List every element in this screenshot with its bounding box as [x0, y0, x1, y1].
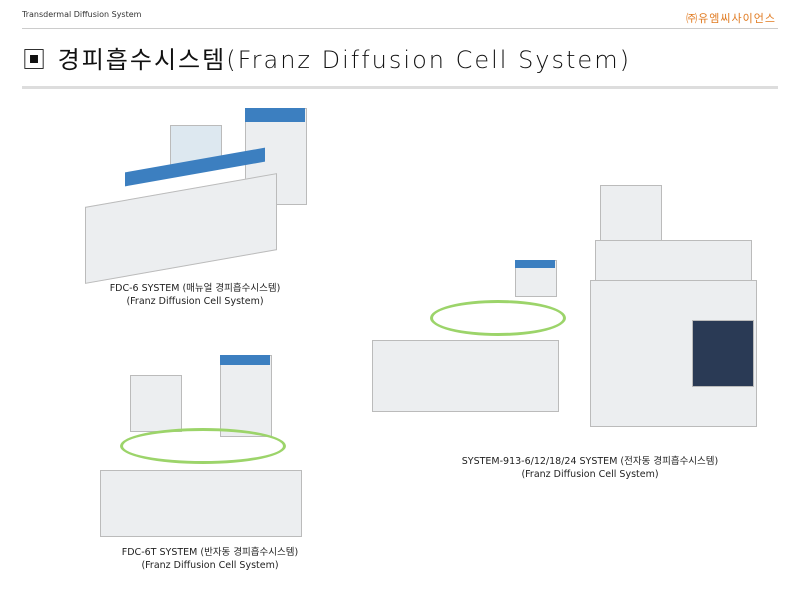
fdc6-photo — [80, 105, 310, 284]
product-name: SYSTEM-913-6/12/18/24 SYSTEM (전자동 경피흡수시스… — [461, 456, 719, 467]
title-text: 경피흡수시스템(Franz Diffusion Cell System) — [57, 46, 631, 74]
product-name: FDC-6 SYSTEM (매뉴얼 경피흡수시스템) — [109, 283, 281, 294]
product-subtitle: (Franz Diffusion Cell System) — [521, 469, 659, 480]
company-name: ㈜유엠씨사이언스 — [686, 12, 776, 25]
divider — [22, 28, 778, 29]
section-label: Transdermal Diffusion System — [22, 10, 142, 19]
square-bullet-icon: ▣ — [22, 46, 48, 74]
system913-photo — [370, 160, 760, 430]
product-caption: FDC-6 SYSTEM (매뉴얼 경피흡수시스템) (Franz Diffus… — [80, 282, 310, 308]
page-title: ▣ 경피흡수시스템(Franz Diffusion Cell System) — [22, 40, 631, 75]
product-subtitle: (Franz Diffusion Cell System) — [126, 296, 264, 307]
product-name: FDC-6T SYSTEM (반자동 경피흡수시스템) — [121, 547, 299, 558]
product-subtitle: (Franz Diffusion Cell System) — [141, 560, 279, 571]
divider — [22, 86, 778, 89]
product-caption: FDC-6T SYSTEM (반자동 경피흡수시스템) (Franz Diffu… — [95, 546, 325, 572]
product-caption: SYSTEM-913-6/12/18/24 SYSTEM (전자동 경피흡수시스… — [430, 455, 750, 481]
fdc6t-photo — [95, 350, 315, 540]
